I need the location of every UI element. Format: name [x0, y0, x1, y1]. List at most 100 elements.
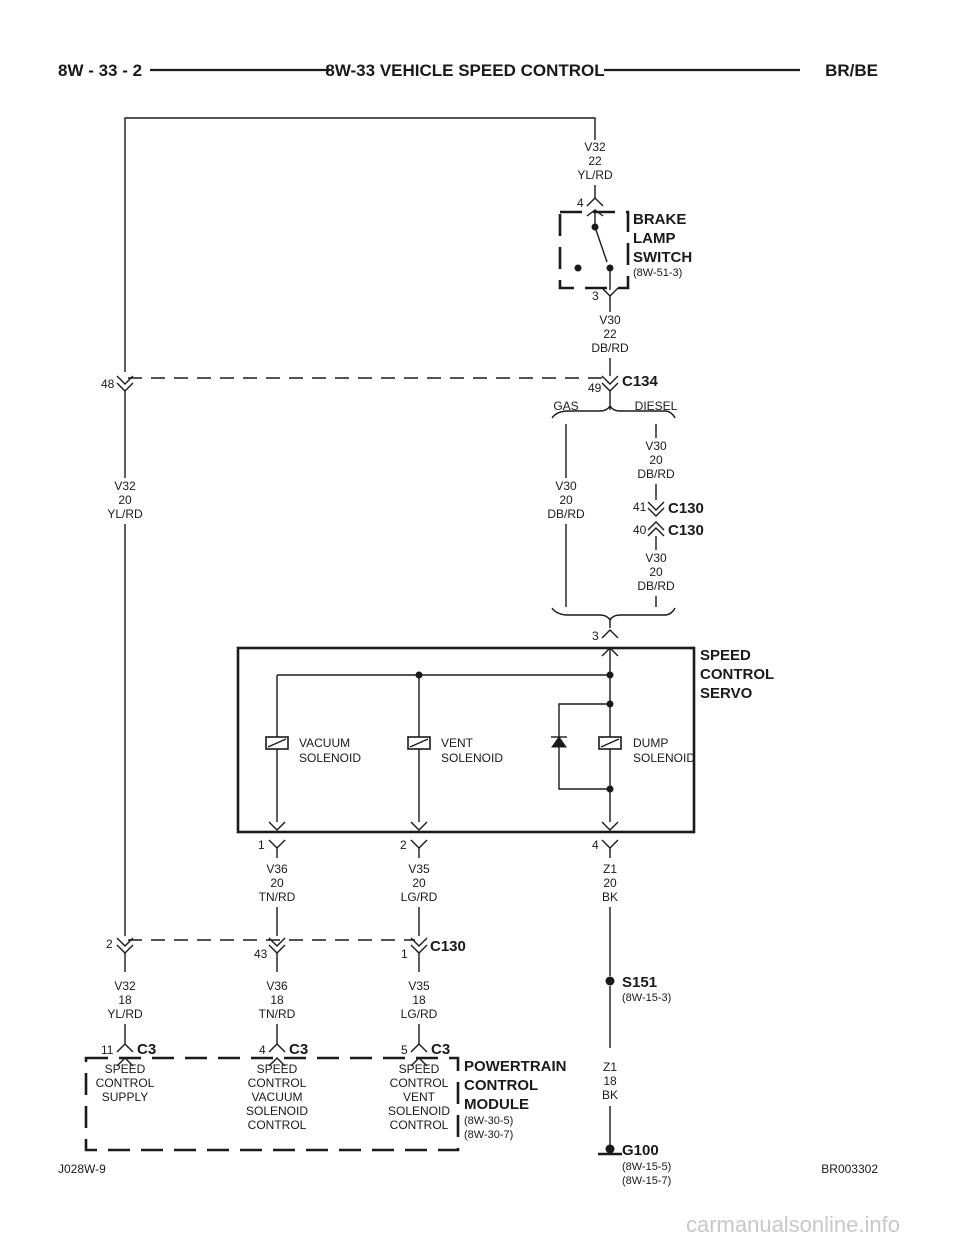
- wire-z1-20-gauge: 20: [603, 876, 617, 890]
- wire-v36-20-color: TN/RD: [259, 890, 296, 904]
- option-gas-label: GAS: [553, 399, 578, 413]
- connector-c130-pin1: [410, 937, 428, 954]
- pin-switch-3: 3: [592, 289, 599, 303]
- wire-v30-22-gauge: 22: [603, 327, 617, 341]
- connector-c130-pin41: [647, 501, 665, 517]
- pin-c130-41: 41: [633, 500, 647, 514]
- pin-c3-11: 11: [101, 1043, 114, 1057]
- page-title: 8W-33 VEHICLE SPEED CONTROL: [325, 61, 604, 80]
- vacuum-solenoid-slash: [267, 738, 287, 748]
- wire-v32-18-gauge: 18: [118, 993, 132, 1007]
- pin-servo-1: 1: [258, 838, 265, 852]
- pin-servo-4: 4: [592, 838, 599, 852]
- connector-servo-pin3: [601, 629, 619, 639]
- ground-g100-ref-1: (8W-15-5): [622, 1161, 671, 1173]
- pin-c134-48: 48: [101, 377, 115, 391]
- option-diesel-label: DIESEL: [635, 399, 678, 413]
- pin-c130-2: 2: [106, 937, 113, 951]
- brake-lamp-switch: 4 3 BRAKE LAMP SWITCH (8W-51-3): [558, 196, 692, 303]
- wire-v30-diesel-a-gauge: 20: [649, 453, 663, 467]
- pcm-vent-label-5: CONTROL: [390, 1118, 449, 1132]
- connector-pcm-pin11-inner: [116, 1057, 134, 1067]
- pcm-label-3: MODULE: [464, 1096, 529, 1113]
- wire-v32-22-color: YL/RD: [577, 168, 613, 182]
- wire-v32-18-circuit: V32: [114, 979, 136, 993]
- wire-v32-top: [124, 117, 596, 372]
- brake-lamp-switch-label-1: BRAKE: [633, 211, 686, 228]
- connector-c134-pin48: [116, 375, 134, 392]
- wire-v30-diesel-b-color: DB/RD: [637, 579, 675, 593]
- connector-servo-pin2-inner: [410, 821, 428, 831]
- wire-v30-diesel-a-circuit: V30: [645, 439, 667, 453]
- pcm-ref-1: (8W-30-5): [464, 1115, 513, 1127]
- connector-servo-pin4: [601, 839, 619, 849]
- vent-solenoid-label-1: VENT: [441, 736, 474, 750]
- wire-z1-18-circuit: Z1: [603, 1060, 617, 1074]
- wire-v35-18-gauge: 18: [412, 993, 426, 1007]
- wire-v32-18-color: YL/RD: [107, 1007, 143, 1021]
- pin-servo-3: 3: [592, 629, 599, 643]
- pcm-vent-label-1: SPEED: [399, 1062, 440, 1076]
- vacuum-solenoid-label-2: SOLENOID: [299, 751, 361, 765]
- speed-control-servo: 3 SPEED CONTROL SERVO VACUUM SOLENOID VE…: [236, 629, 774, 834]
- pcm-vacuum-label-2: CONTROL: [248, 1076, 307, 1090]
- pcm-vacuum-label-4: SOLENOID: [246, 1104, 308, 1118]
- wire-z1-18-color: BK: [602, 1088, 618, 1102]
- footer-left-code: J028W-9: [58, 1162, 106, 1176]
- wire-v35-20-gauge: 20: [412, 876, 426, 890]
- pin-c130-40: 40: [633, 523, 647, 537]
- wire-v36-20-gauge: 20: [270, 876, 284, 890]
- switch-blade: [594, 226, 608, 263]
- pcm-vacuum-label-3: VACUUM: [251, 1090, 302, 1104]
- pcm-label-2: CONTROL: [464, 1077, 538, 1094]
- connector-c134-pin49: [601, 375, 619, 392]
- pcm-vacuum-label-5: CONTROL: [248, 1118, 307, 1132]
- servo-label-1: SPEED: [700, 647, 751, 664]
- switch-contact-open: [574, 264, 582, 272]
- dump-solenoid-label-2: SOLENOID: [633, 751, 695, 765]
- pin-c3-4: 4: [259, 1043, 266, 1057]
- wire-v35-18-color: LG/RD: [401, 1007, 438, 1021]
- wire-z1-20-color: BK: [602, 890, 618, 904]
- pcm-vent-label-2: CONTROL: [390, 1076, 449, 1090]
- connector-c130-diesel-bottom-label: C130: [668, 522, 704, 539]
- pcm-label-1: POWERTRAIN: [464, 1058, 567, 1075]
- dump-diode-icon: [551, 736, 567, 748]
- servo-label-3: SERVO: [700, 685, 753, 702]
- wire-v32-20-color: YL/RD: [107, 507, 143, 521]
- pcm-ref-2: (8W-30-7): [464, 1129, 513, 1141]
- wire-v35-18-circuit: V35: [408, 979, 430, 993]
- connector-c3-pin5: [410, 1043, 428, 1053]
- wire-v36-18-gauge: 18: [270, 993, 284, 1007]
- pcm-vacuum-label-1: SPEED: [257, 1062, 298, 1076]
- pcm-vent-label-4: SOLENOID: [388, 1104, 450, 1118]
- servo-label-2: CONTROL: [700, 666, 774, 683]
- wire-v32-20-circuit: V32: [114, 479, 136, 493]
- connector-c130-diesel-top-label: C130: [668, 500, 704, 517]
- model-code: BR/BE: [825, 61, 878, 80]
- splice-s151-dot: [605, 976, 615, 986]
- ground-icon: [598, 1144, 622, 1156]
- connector-servo-pin1-inner: [268, 821, 286, 831]
- pin-switch-4: 4: [577, 196, 584, 210]
- connector-c3-supply-label: C3: [137, 1041, 156, 1058]
- connector-switch-pin4: [586, 197, 604, 207]
- pcm-vent-label-3: VENT: [403, 1090, 436, 1104]
- wire-v36-20-circuit: V36: [266, 862, 288, 876]
- wire-v32-22-gauge: 22: [588, 154, 602, 168]
- connector-servo-pin4-inner: [601, 821, 619, 831]
- brake-lamp-switch-label-2: LAMP: [633, 230, 676, 247]
- option-split-brace: [551, 404, 676, 419]
- pcm-supply-label-2: CONTROL: [96, 1076, 155, 1090]
- pin-c130-43: 43: [254, 947, 268, 961]
- vent-solenoid-label-2: SOLENOID: [441, 751, 503, 765]
- wire-v30-diesel-b-gauge: 20: [649, 565, 663, 579]
- pcm-box: [84, 1056, 460, 1152]
- pcm-supply-label-1: SPEED: [105, 1062, 146, 1076]
- vacuum-solenoid-label-1: VACUUM: [299, 736, 350, 750]
- connector-c3-pin4: [268, 1043, 286, 1053]
- connector-pcm-pin4-inner: [268, 1057, 286, 1067]
- connector-c130-pin40: [647, 521, 665, 537]
- wire-v32-20-gauge: 20: [118, 493, 132, 507]
